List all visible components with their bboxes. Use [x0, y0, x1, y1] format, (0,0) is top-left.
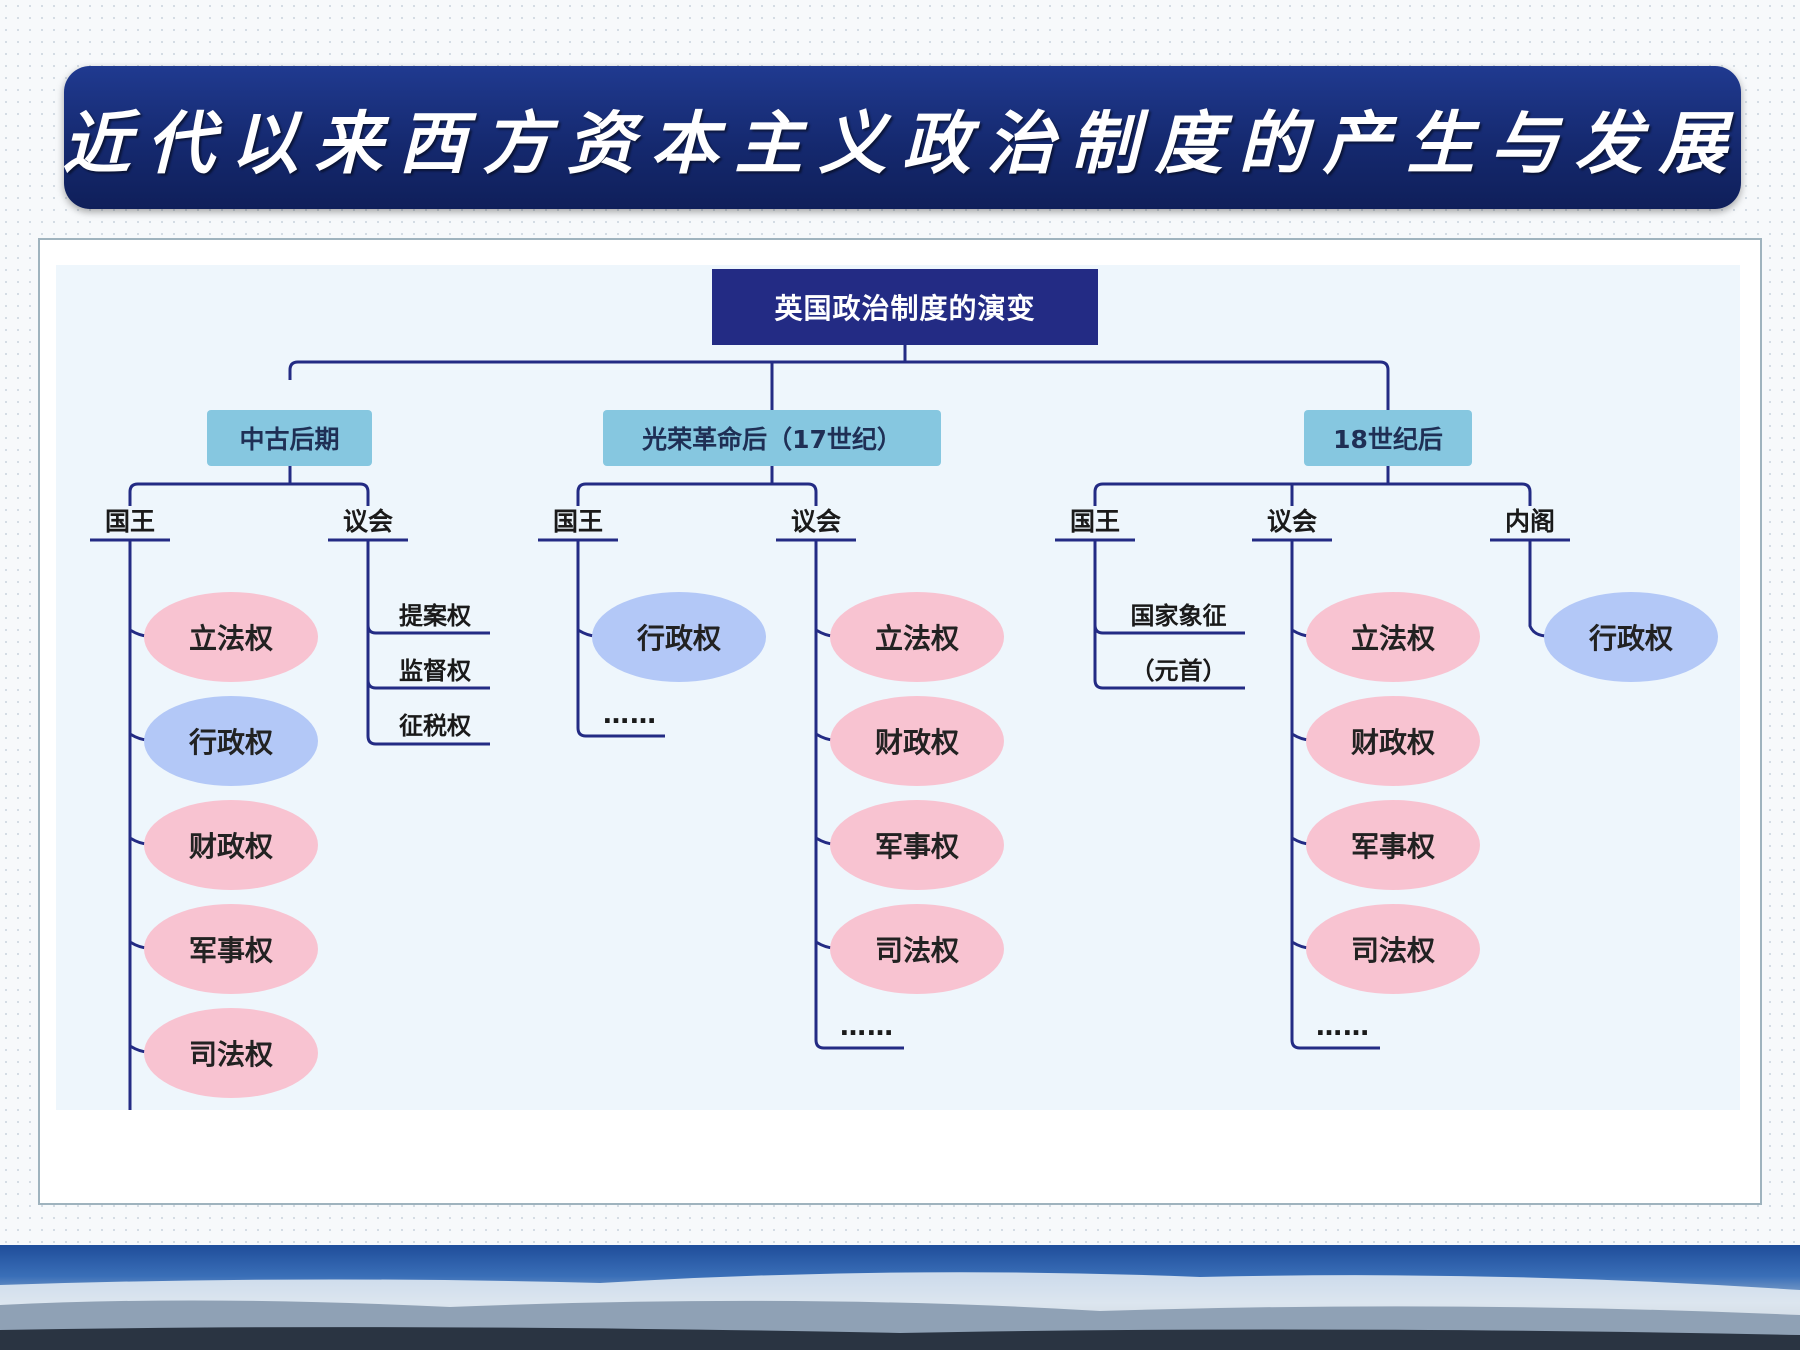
role-parliament-2: 议会 — [790, 507, 841, 536]
king-item: 国家象征 — [1130, 602, 1227, 630]
role-king-3: 国王 — [1069, 507, 1120, 536]
more-ellipsis: …… — [1316, 1012, 1370, 1042]
role-parliament-1: 议会 — [342, 507, 393, 536]
power-node: 立法权 — [830, 592, 1004, 682]
page-title: 近代以来西方资本主义政治制度的产生与发展 — [62, 104, 1743, 184]
power-node: 财政权 — [830, 696, 1004, 786]
parliament-item: 提案权 — [399, 602, 471, 630]
connector-top-bar — [288, 360, 1390, 410]
power-node: 立法权 — [144, 592, 318, 682]
role-king-1: 国王 — [104, 507, 155, 536]
more-ellipsis: …… — [603, 700, 657, 730]
power-node: 军事权 — [1306, 800, 1480, 890]
parliament-item: 监督权 — [399, 657, 471, 685]
power-node: 司法权 — [144, 1008, 318, 1098]
power-node: 军事权 — [144, 904, 318, 994]
role-cabinet-3: 内阁 — [1504, 507, 1555, 536]
landscape-decoration — [0, 1245, 1800, 1350]
power-node: 行政权 — [1544, 592, 1718, 682]
role-king-2: 国王 — [552, 507, 603, 536]
title-banner: 近代以来西方资本主义政治制度的产生与发展 — [62, 66, 1743, 209]
more-ellipsis: …… — [840, 1012, 894, 1042]
power-node: 司法权 — [1306, 904, 1480, 994]
power-node: 财政权 — [144, 800, 318, 890]
power-node: 行政权 — [144, 696, 318, 786]
power-node: 行政权 — [592, 592, 766, 682]
power-node: 司法权 — [830, 904, 1004, 994]
role-parliament-3: 议会 — [1266, 507, 1317, 536]
period-glorious-revolution: 光荣革命后（17世纪） — [603, 410, 941, 466]
power-node: 立法权 — [1306, 592, 1480, 682]
diagram-root-node: 英国政治制度的演变 — [712, 269, 1098, 345]
period-medieval: 中古后期 — [207, 410, 372, 466]
mountain-image — [0, 1272, 1800, 1350]
king-item: （元首） — [1130, 657, 1227, 685]
parliament-item: 征税权 — [399, 712, 471, 740]
period-18th-century: 18世纪后 — [1304, 410, 1472, 466]
power-node: 财政权 — [1306, 696, 1480, 786]
power-node: 军事权 — [830, 800, 1004, 890]
